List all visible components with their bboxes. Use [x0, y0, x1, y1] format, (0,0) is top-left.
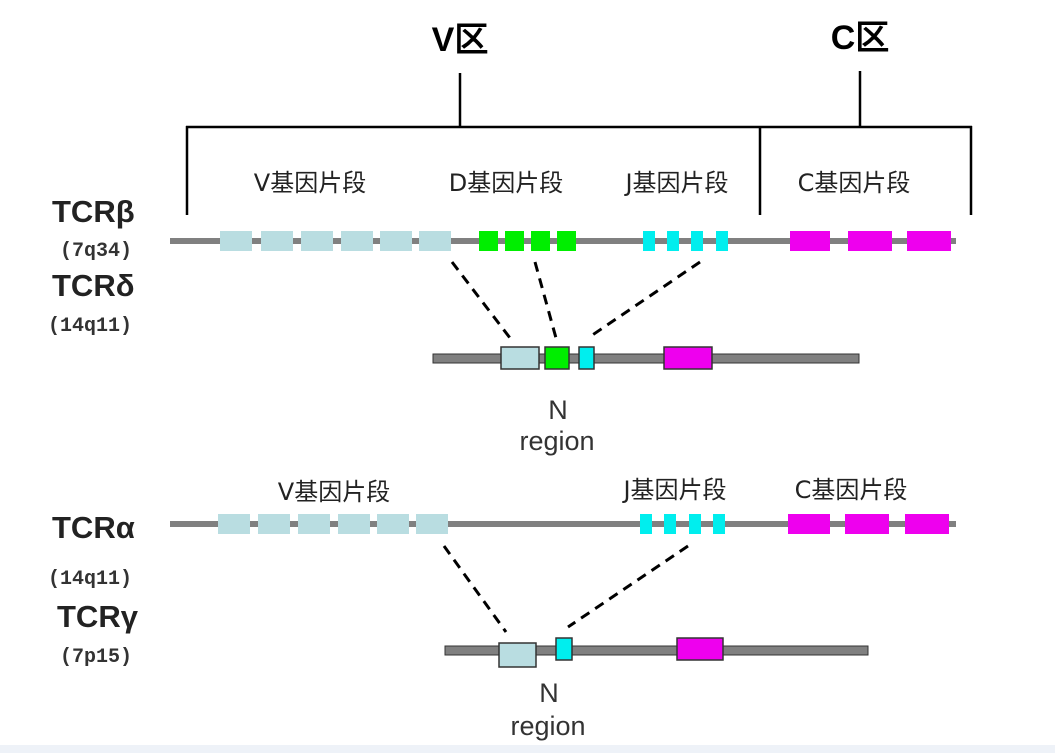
- rearranged-d-segment: [544, 346, 570, 370]
- c-region-title: C区: [831, 19, 890, 57]
- n-region-label-upper-line2: region: [519, 426, 594, 456]
- v-gene-segment: [338, 514, 370, 534]
- germline-strand-beta-delta: [170, 231, 956, 251]
- d-gene-segment: [557, 231, 576, 251]
- d-gene-segment: [531, 231, 550, 251]
- v-gene-segment: [377, 514, 409, 534]
- rearranged-c-segment: [676, 637, 724, 661]
- v-gene-segment: [380, 231, 412, 251]
- n-region-label-lower-line2: region: [510, 711, 585, 741]
- j-gene-segment: [691, 231, 703, 251]
- recombination-lines-lower: [442, 544, 689, 633]
- rearranged-v-segment: [500, 346, 540, 370]
- c-gene-segment: [845, 514, 889, 534]
- j-gene-segment: [689, 514, 701, 534]
- label-d-segment-top: D基因片段: [449, 169, 563, 197]
- v-gene-segment: [301, 231, 333, 251]
- v-gene-segment: [341, 231, 373, 251]
- chrom-beta: (7q34): [60, 240, 132, 263]
- strand-line: [170, 521, 956, 527]
- region-brackets: [185, 71, 973, 215]
- rearranged-strand-alpha-gamma: [444, 637, 869, 668]
- v-gene-segment: [220, 231, 252, 251]
- dashed-line-j: [587, 260, 701, 340]
- dashed-line-d: [533, 261, 558, 339]
- n-region-label-lower-line1: N: [539, 678, 559, 708]
- v-gene-segment: [419, 231, 451, 251]
- v-gene-segment: [258, 514, 290, 534]
- germline-strand-alpha-gamma: [170, 514, 956, 534]
- dashed-line-v: [450, 261, 512, 339]
- label-v-segment-top: V基因片段: [254, 169, 366, 197]
- d-gene-segment: [505, 231, 524, 251]
- label-c-segment-top: C基因片段: [798, 169, 911, 197]
- rearranged-j-segment: [578, 346, 595, 370]
- c-gene-segment: [905, 514, 949, 534]
- recombination-lines-upper: [450, 260, 701, 340]
- j-gene-segment: [664, 514, 676, 534]
- v-gene-segment: [416, 514, 448, 534]
- chrom-alpha: (14q11): [48, 568, 132, 591]
- rearranged-strand-beta-delta: [432, 346, 860, 370]
- chrom-gamma: (7p15): [60, 646, 132, 669]
- locus-tcr-alpha: TCRα: [52, 510, 135, 545]
- j-gene-segment: [640, 514, 652, 534]
- bottom-band: [0, 745, 1055, 753]
- label-j-segment-top: J基因片段: [623, 169, 728, 197]
- j-gene-segment: [716, 231, 728, 251]
- rearranged-c-segment: [663, 346, 713, 370]
- locus-tcr-beta: TCRβ: [52, 194, 135, 229]
- c-gene-segment: [907, 231, 951, 251]
- chrom-delta: (14q11): [48, 315, 132, 338]
- rearranged-strand-line: [444, 645, 869, 656]
- n-region-label-upper-line1: N: [548, 395, 568, 425]
- locus-tcr-delta: TCRδ: [52, 268, 135, 303]
- locus-tcr-gamma: TCRγ: [57, 599, 139, 634]
- v-gene-segment: [298, 514, 330, 534]
- c-gene-segment: [790, 231, 830, 251]
- dashed-line-j: [567, 544, 689, 629]
- c-gene-segment: [848, 231, 892, 251]
- label-c-segment-bottom: C基因片段: [795, 476, 908, 504]
- rearranged-strand-line: [432, 353, 860, 364]
- v-gene-segment: [218, 514, 250, 534]
- j-gene-segment: [643, 231, 655, 251]
- rearranged-j-segment: [555, 637, 573, 661]
- j-gene-segment: [667, 231, 679, 251]
- rearranged-v-segment: [498, 642, 537, 668]
- dashed-line-v: [442, 545, 508, 633]
- v-gene-segment: [261, 231, 293, 251]
- label-j-segment-bottom: J基因片段: [621, 476, 726, 504]
- v-region-title: V区: [432, 21, 489, 59]
- j-gene-segment: [713, 514, 725, 534]
- d-gene-segment: [479, 231, 498, 251]
- label-v-segment-bottom: V基因片段: [278, 478, 390, 506]
- c-gene-segment: [788, 514, 830, 534]
